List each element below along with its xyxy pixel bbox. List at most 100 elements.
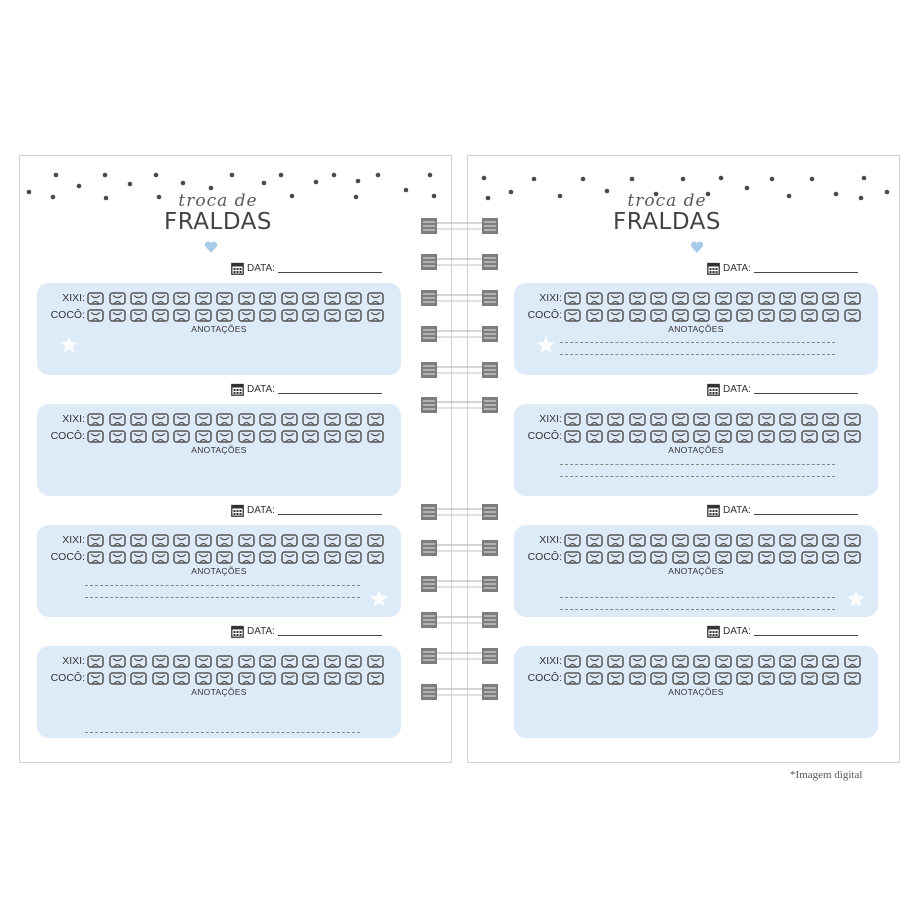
diaper-icon[interactable] (779, 308, 796, 322)
diaper-icon[interactable] (607, 412, 624, 426)
diaper-icon[interactable] (173, 308, 190, 322)
diaper-icon[interactable] (607, 533, 624, 547)
diaper-icon[interactable] (366, 412, 384, 426)
diaper-icon[interactable] (173, 291, 190, 305)
diaper-icon[interactable] (237, 429, 255, 443)
diaper-icon[interactable] (108, 654, 126, 668)
diaper-icon[interactable] (671, 291, 689, 305)
date-input-line[interactable] (753, 505, 858, 515)
diaper-icon[interactable] (757, 550, 775, 564)
date-field[interactable]: DATA: (231, 260, 382, 276)
diaper-icon[interactable] (151, 550, 169, 564)
diaper-icon[interactable] (843, 533, 861, 547)
date-field[interactable]: DATA: (231, 381, 382, 397)
diaper-icon[interactable] (173, 412, 190, 426)
diaper-icon[interactable] (628, 533, 646, 547)
diaper-icon[interactable] (800, 654, 818, 668)
diaper-icon[interactable] (216, 654, 233, 668)
diaper-icon[interactable] (108, 429, 126, 443)
diaper-icon[interactable] (237, 671, 255, 685)
diaper-icon[interactable] (585, 654, 603, 668)
diaper-icon[interactable] (607, 550, 624, 564)
diaper-icon[interactable] (280, 412, 298, 426)
diaper-icon[interactable] (800, 550, 818, 564)
diaper-icon[interactable] (216, 550, 233, 564)
diaper-icon[interactable] (366, 291, 384, 305)
diaper-icon[interactable] (822, 412, 839, 426)
diaper-icon[interactable] (671, 654, 689, 668)
diaper-icon[interactable] (87, 671, 104, 685)
diaper-icon[interactable] (108, 291, 126, 305)
diaper-icon[interactable] (194, 533, 212, 547)
diaper-icon[interactable] (843, 550, 861, 564)
date-field[interactable]: DATA: (707, 260, 858, 276)
diaper-icon[interactable] (366, 671, 384, 685)
diaper-icon[interactable] (237, 412, 255, 426)
diaper-icon[interactable] (757, 654, 775, 668)
diaper-icon[interactable] (237, 308, 255, 322)
date-field[interactable]: DATA: (707, 623, 858, 639)
diaper-icon[interactable] (757, 429, 775, 443)
diaper-icon[interactable] (779, 412, 796, 426)
notes-line[interactable] (560, 464, 835, 465)
diaper-icon[interactable] (736, 412, 753, 426)
diaper-icon[interactable] (779, 550, 796, 564)
notes-line[interactable] (560, 354, 835, 355)
diaper-icon[interactable] (714, 429, 732, 443)
diaper-icon[interactable] (366, 654, 384, 668)
diaper-icon[interactable] (628, 308, 646, 322)
diaper-icon[interactable] (323, 429, 341, 443)
diaper-icon[interactable] (302, 654, 319, 668)
diaper-icon[interactable] (151, 533, 169, 547)
diaper-icon[interactable] (628, 291, 646, 305)
diaper-icon[interactable] (693, 291, 710, 305)
date-input-line[interactable] (753, 263, 858, 273)
diaper-icon[interactable] (366, 550, 384, 564)
diaper-icon[interactable] (693, 533, 710, 547)
diaper-icon[interactable] (671, 308, 689, 322)
diaper-icon[interactable] (564, 291, 581, 305)
diaper-icon[interactable] (108, 550, 126, 564)
diaper-icon[interactable] (736, 654, 753, 668)
diaper-icon[interactable] (151, 654, 169, 668)
date-input-line[interactable] (753, 384, 858, 394)
diaper-icon[interactable] (194, 429, 212, 443)
diaper-icon[interactable] (151, 429, 169, 443)
date-field[interactable]: DATA: (707, 381, 858, 397)
diaper-icon[interactable] (130, 654, 147, 668)
diaper-icon[interactable] (800, 429, 818, 443)
diaper-icon[interactable] (87, 308, 104, 322)
date-field[interactable]: DATA: (707, 502, 858, 518)
diaper-icon[interactable] (693, 412, 710, 426)
diaper-icon[interactable] (237, 550, 255, 564)
diaper-icon[interactable] (151, 412, 169, 426)
diaper-icon[interactable] (302, 671, 319, 685)
diaper-icon[interactable] (151, 291, 169, 305)
diaper-icon[interactable] (345, 291, 362, 305)
diaper-icon[interactable] (671, 550, 689, 564)
diaper-icon[interactable] (628, 429, 646, 443)
diaper-icon[interactable] (323, 654, 341, 668)
diaper-icon[interactable] (564, 308, 581, 322)
diaper-icon[interactable] (87, 533, 104, 547)
diaper-icon[interactable] (607, 429, 624, 443)
diaper-icon[interactable] (607, 308, 624, 322)
diaper-icon[interactable] (757, 291, 775, 305)
diaper-icon[interactable] (585, 671, 603, 685)
diaper-icon[interactable] (130, 308, 147, 322)
diaper-icon[interactable] (693, 671, 710, 685)
diaper-icon[interactable] (650, 550, 667, 564)
diaper-icon[interactable] (822, 308, 839, 322)
diaper-icon[interactable] (87, 412, 104, 426)
diaper-icon[interactable] (736, 550, 753, 564)
diaper-icon[interactable] (108, 412, 126, 426)
diaper-icon[interactable] (173, 654, 190, 668)
diaper-icon[interactable] (779, 671, 796, 685)
notes-line[interactable] (85, 732, 360, 733)
diaper-icon[interactable] (259, 429, 276, 443)
diaper-icon[interactable] (843, 291, 861, 305)
diaper-icon[interactable] (822, 429, 839, 443)
diaper-icon[interactable] (607, 654, 624, 668)
diaper-icon[interactable] (216, 291, 233, 305)
diaper-icon[interactable] (650, 291, 667, 305)
